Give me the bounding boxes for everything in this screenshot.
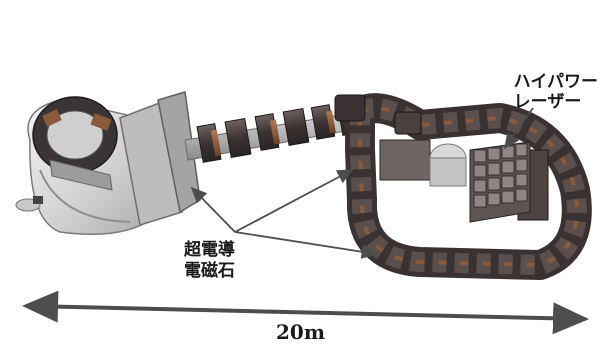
scale-bar (30, 306, 585, 319)
laser-label-line1: ハイパワー (514, 72, 598, 92)
magnet-label-line1: 超電導 (184, 240, 235, 260)
magnet-label-line2: 電磁石 (184, 261, 235, 281)
high-power-laser (470, 142, 530, 222)
laser-label-line2: レーザー (514, 92, 582, 112)
magnet-label: 超電導電磁石 (184, 240, 235, 282)
magnet-pointer-line-2 (235, 170, 352, 232)
accelerator-ring (335, 95, 577, 265)
magnet-pointer-line-1 (192, 188, 235, 232)
scale-label: 20m (276, 320, 325, 344)
laser-label: ハイパワーレーザー (514, 72, 598, 112)
